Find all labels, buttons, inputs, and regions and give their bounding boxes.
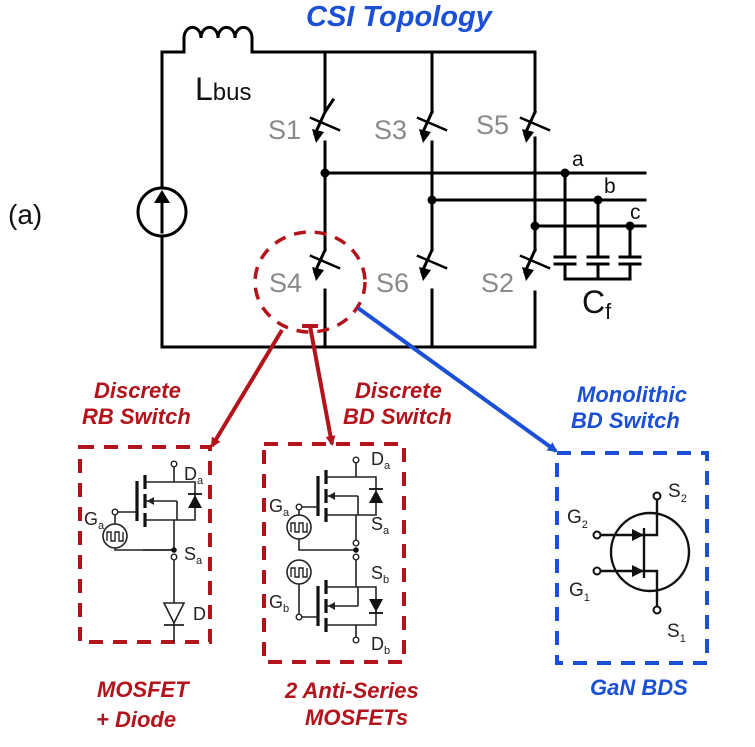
- rb-gate-label: Ga: [84, 509, 105, 532]
- junction-dot: [171, 547, 177, 553]
- gan-s2-label: S2: [668, 481, 687, 505]
- gate-driver-icon: [286, 559, 312, 585]
- bd-title-1: Discrete: [355, 378, 442, 403]
- gate-driver-icon: [102, 523, 128, 549]
- switch-symbol: [519, 248, 551, 281]
- gan-s1-label: S1: [667, 621, 686, 645]
- terminal-icon: [111, 508, 119, 516]
- terminal-icon: [170, 553, 178, 561]
- switch-label-s6: S6: [376, 268, 409, 298]
- switch-symbol: [519, 110, 551, 143]
- gan-title-2: BD Switch: [571, 408, 680, 433]
- gan-switch-box: [555, 451, 709, 665]
- phase-label-c: c: [630, 201, 641, 224]
- bd-title-2: BD Switch: [343, 404, 452, 429]
- switch-label-s1: S1: [268, 115, 301, 145]
- gan-g1-label: G1: [569, 580, 590, 604]
- arrow-to-monolithic: [356, 306, 558, 453]
- bd-switch-box: [262, 442, 406, 664]
- junction-dot: [353, 547, 359, 553]
- gan-caption: GaN BDS: [590, 675, 688, 700]
- bd-gate-b-label: Gb: [269, 592, 289, 615]
- switch-label-s2: S2: [481, 268, 514, 298]
- rb-source-label: Sa: [184, 544, 203, 567]
- switch-label-s4: S4: [269, 268, 302, 298]
- bd-gate-a-label: Ga: [269, 496, 290, 519]
- rb-mosfet-symbol: [102, 460, 202, 642]
- inductor-lbus: [182, 25, 254, 40]
- filter-cap-label: Cf: [582, 284, 612, 324]
- panel-label: (a): [8, 199, 42, 230]
- bd-source-b-label: Sb: [371, 563, 389, 586]
- bd-mosfet-symbols: [286, 456, 383, 644]
- gan-bds-symbol: [592, 491, 691, 615]
- bd-caption-2: MOSFETs: [305, 705, 408, 730]
- bd-caption-1: 2 Anti-Series: [284, 678, 419, 703]
- rb-caption-1: MOSFET: [97, 677, 190, 702]
- terminal-icon: [352, 636, 360, 644]
- mosfet-icon: [135, 475, 202, 527]
- terminal-icon: [352, 456, 360, 464]
- bd-source-a-label: Sa: [371, 514, 390, 537]
- phase-label-a: a: [572, 148, 584, 171]
- rb-caption-2: + Diode: [96, 707, 176, 732]
- inverter-legs: [320, 50, 647, 349]
- switch-symbol: [309, 110, 341, 143]
- gan-title-1: Monolithic: [577, 382, 687, 407]
- gan-g2-label: G2: [567, 507, 588, 531]
- current-source: [136, 186, 188, 238]
- switch-symbol: [416, 110, 448, 143]
- diode-icon: [162, 602, 186, 625]
- terminal-icon: [295, 613, 303, 621]
- rb-drain-label: Da: [184, 464, 204, 487]
- rb-switch-box: [78, 445, 212, 644]
- mosfet-icon: [316, 580, 383, 632]
- switch-label-s3: S3: [374, 115, 407, 145]
- rb-title-2: RB Switch: [82, 404, 191, 429]
- bd-drain-a-label: Da: [371, 449, 391, 472]
- terminal-icon: [352, 539, 360, 547]
- s4-highlight: [253, 230, 367, 334]
- rb-title-1: Discrete: [94, 378, 181, 403]
- switch-symbols: [309, 110, 551, 281]
- bd-drain-b-label: Db: [371, 634, 390, 657]
- arrow-to-bd-switch: [308, 325, 336, 446]
- arrow-to-rb-switch: [210, 328, 284, 448]
- mosfet-icon: [316, 470, 383, 522]
- figure-title: CSI Topology: [306, 1, 494, 33]
- switch-label-s5: S5: [476, 110, 509, 140]
- gate-driver-icon: [286, 514, 312, 540]
- terminal-icon: [170, 460, 178, 468]
- phase-label-b: b: [604, 175, 616, 198]
- switch-symbol: [416, 248, 448, 281]
- inductor-label: Lbus: [195, 71, 252, 107]
- terminal-icon: [352, 553, 360, 561]
- switch-symbol: [309, 248, 341, 281]
- terminal-icon: [295, 503, 303, 511]
- rb-diode-label: D: [193, 604, 206, 624]
